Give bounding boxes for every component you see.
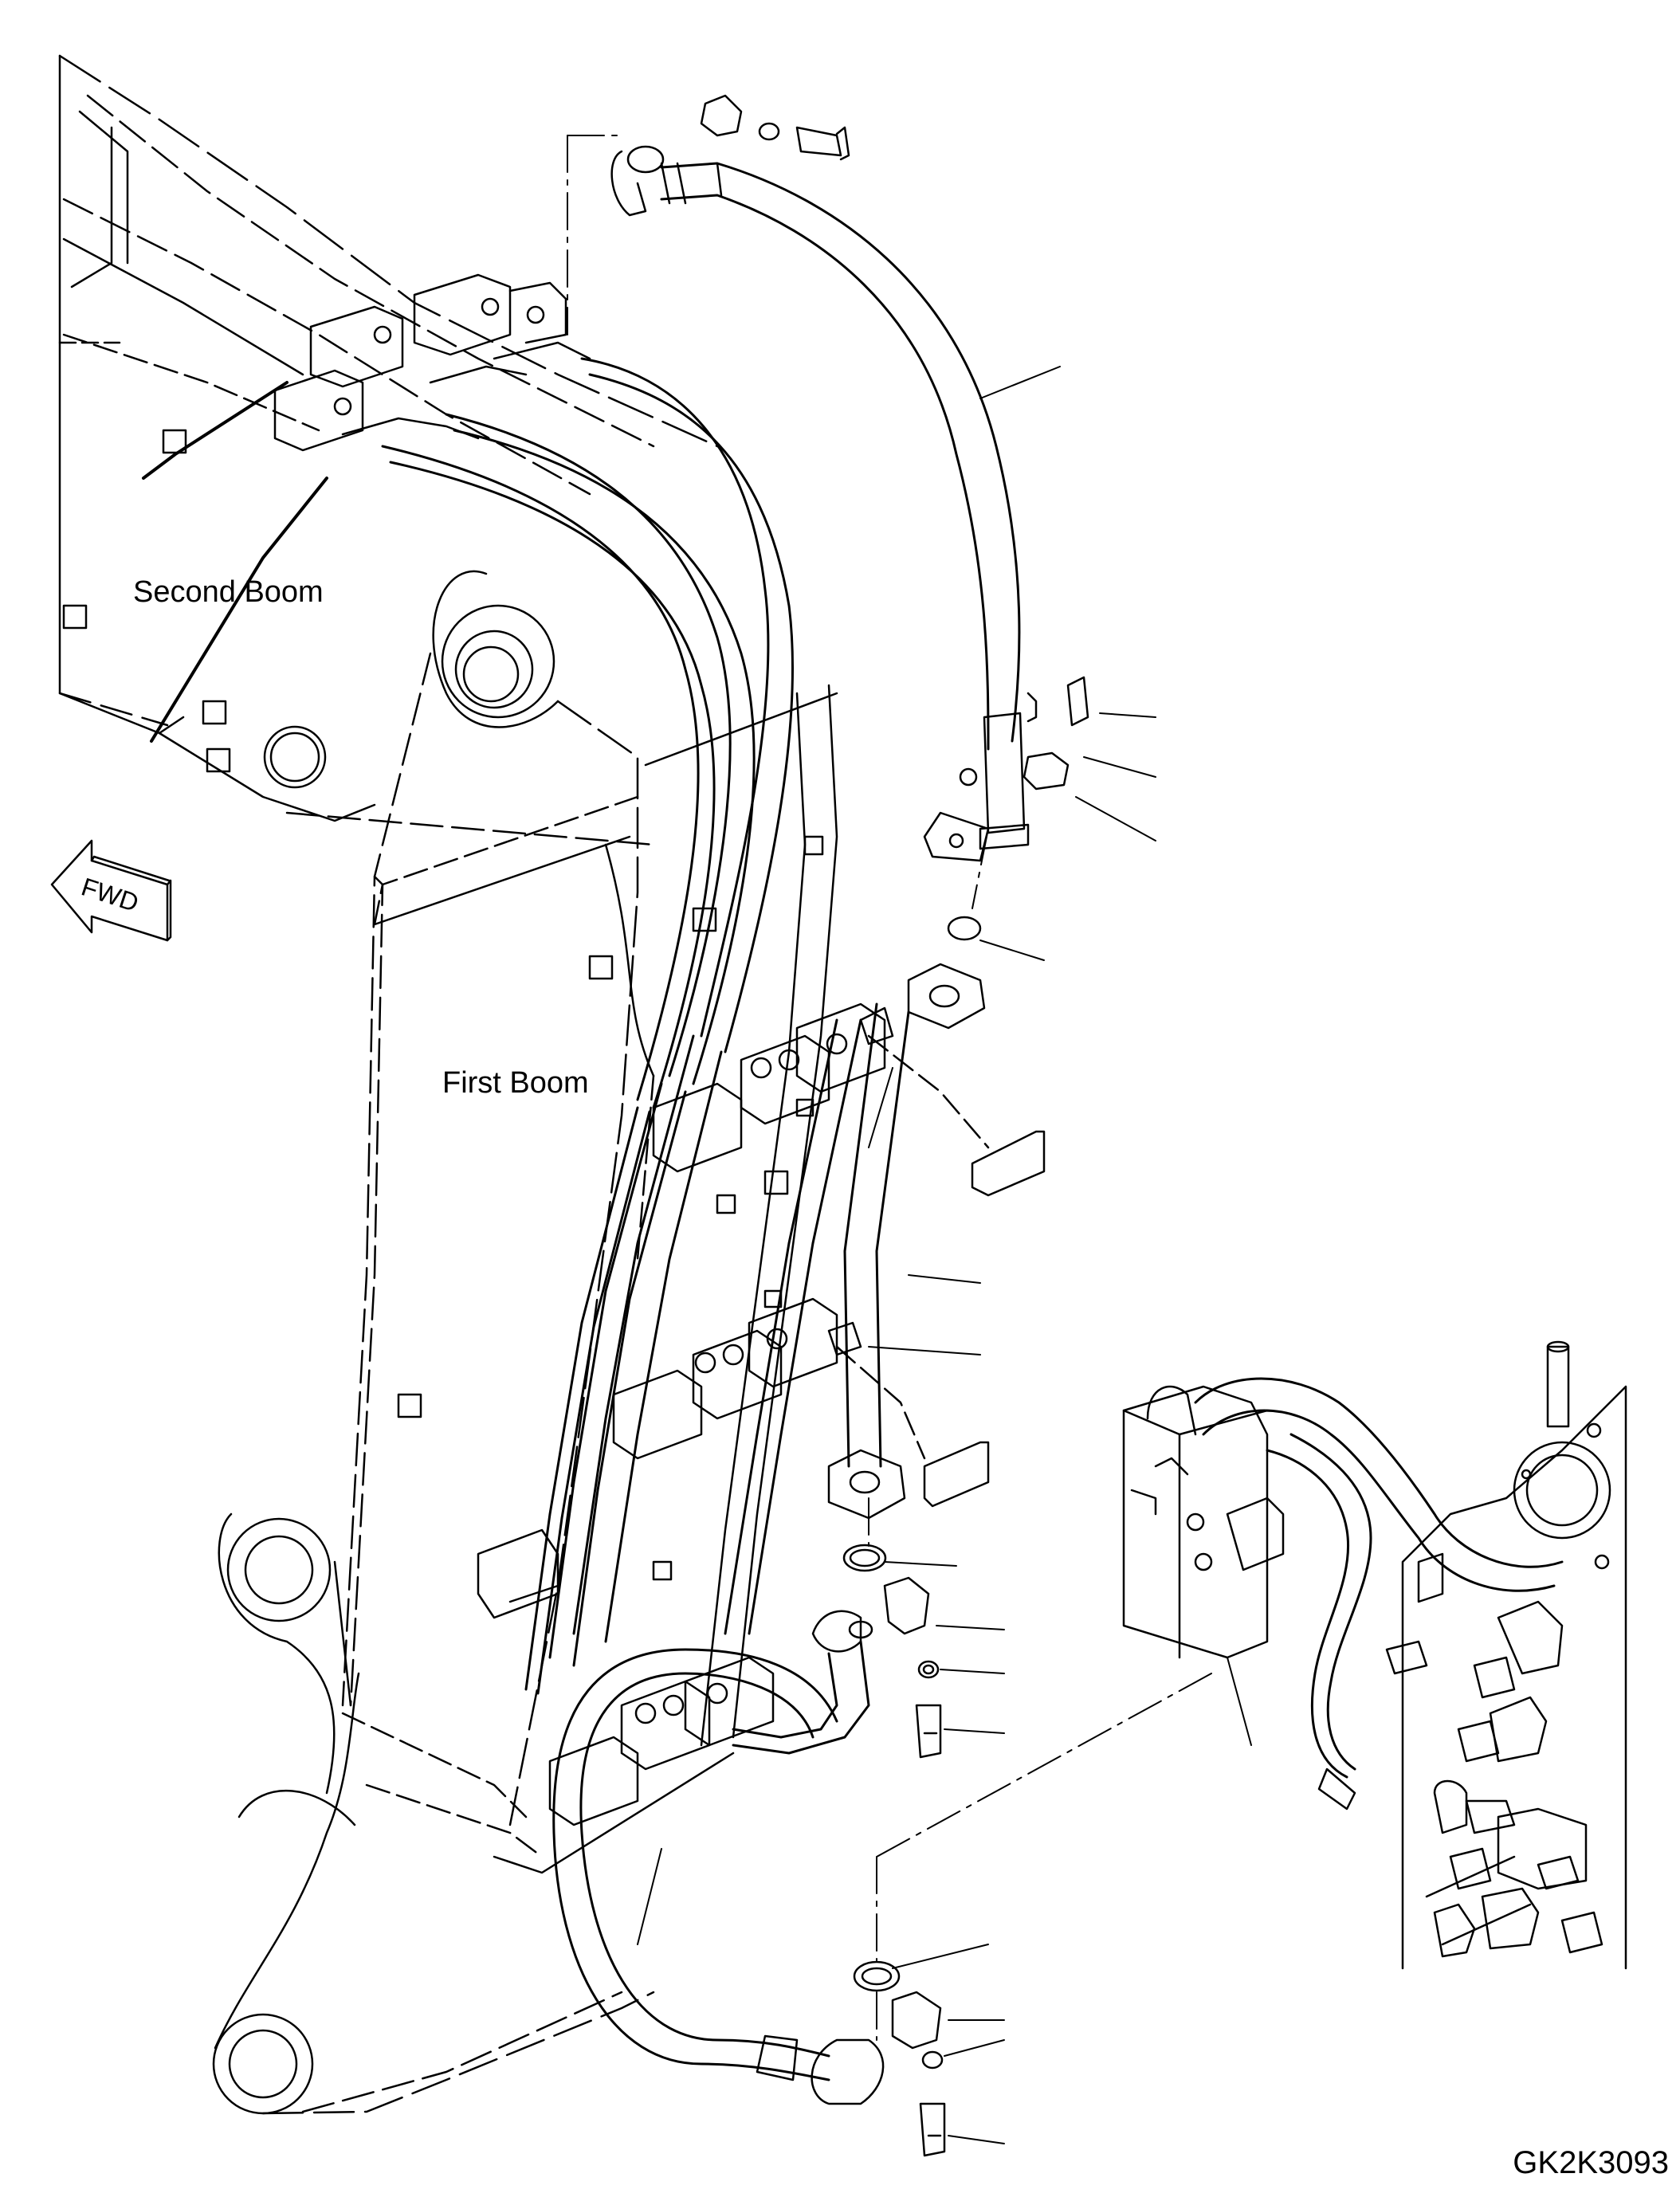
fwd-arrow-icon <box>52 841 171 940</box>
leader-lines <box>638 367 1251 2144</box>
second-boom-outline <box>60 56 717 821</box>
first-boom-outline <box>214 571 837 2113</box>
lower-fittings <box>733 1545 944 2156</box>
steel-pipe-assembly <box>829 677 1088 1518</box>
fwd-label: FWD <box>78 872 142 917</box>
boom-clamp-assemblies <box>478 1004 885 1825</box>
assembly-guide-lines <box>567 135 1211 2040</box>
second-boom-label: Second Boom <box>133 575 324 609</box>
hydraulic-tank <box>1387 1342 1626 1968</box>
first-boom-label: First Boom <box>442 1066 589 1100</box>
drawing-code: GK2K3093 <box>1513 2145 1669 2180</box>
upper-long-hose <box>612 96 1028 849</box>
lower-u-hose <box>554 1650 883 2104</box>
boom-hose-bundle <box>383 359 861 1693</box>
boom-bolt-blocks <box>64 430 822 1579</box>
upper-hose-clamps <box>275 275 590 450</box>
valve-block <box>1124 1379 1562 1809</box>
